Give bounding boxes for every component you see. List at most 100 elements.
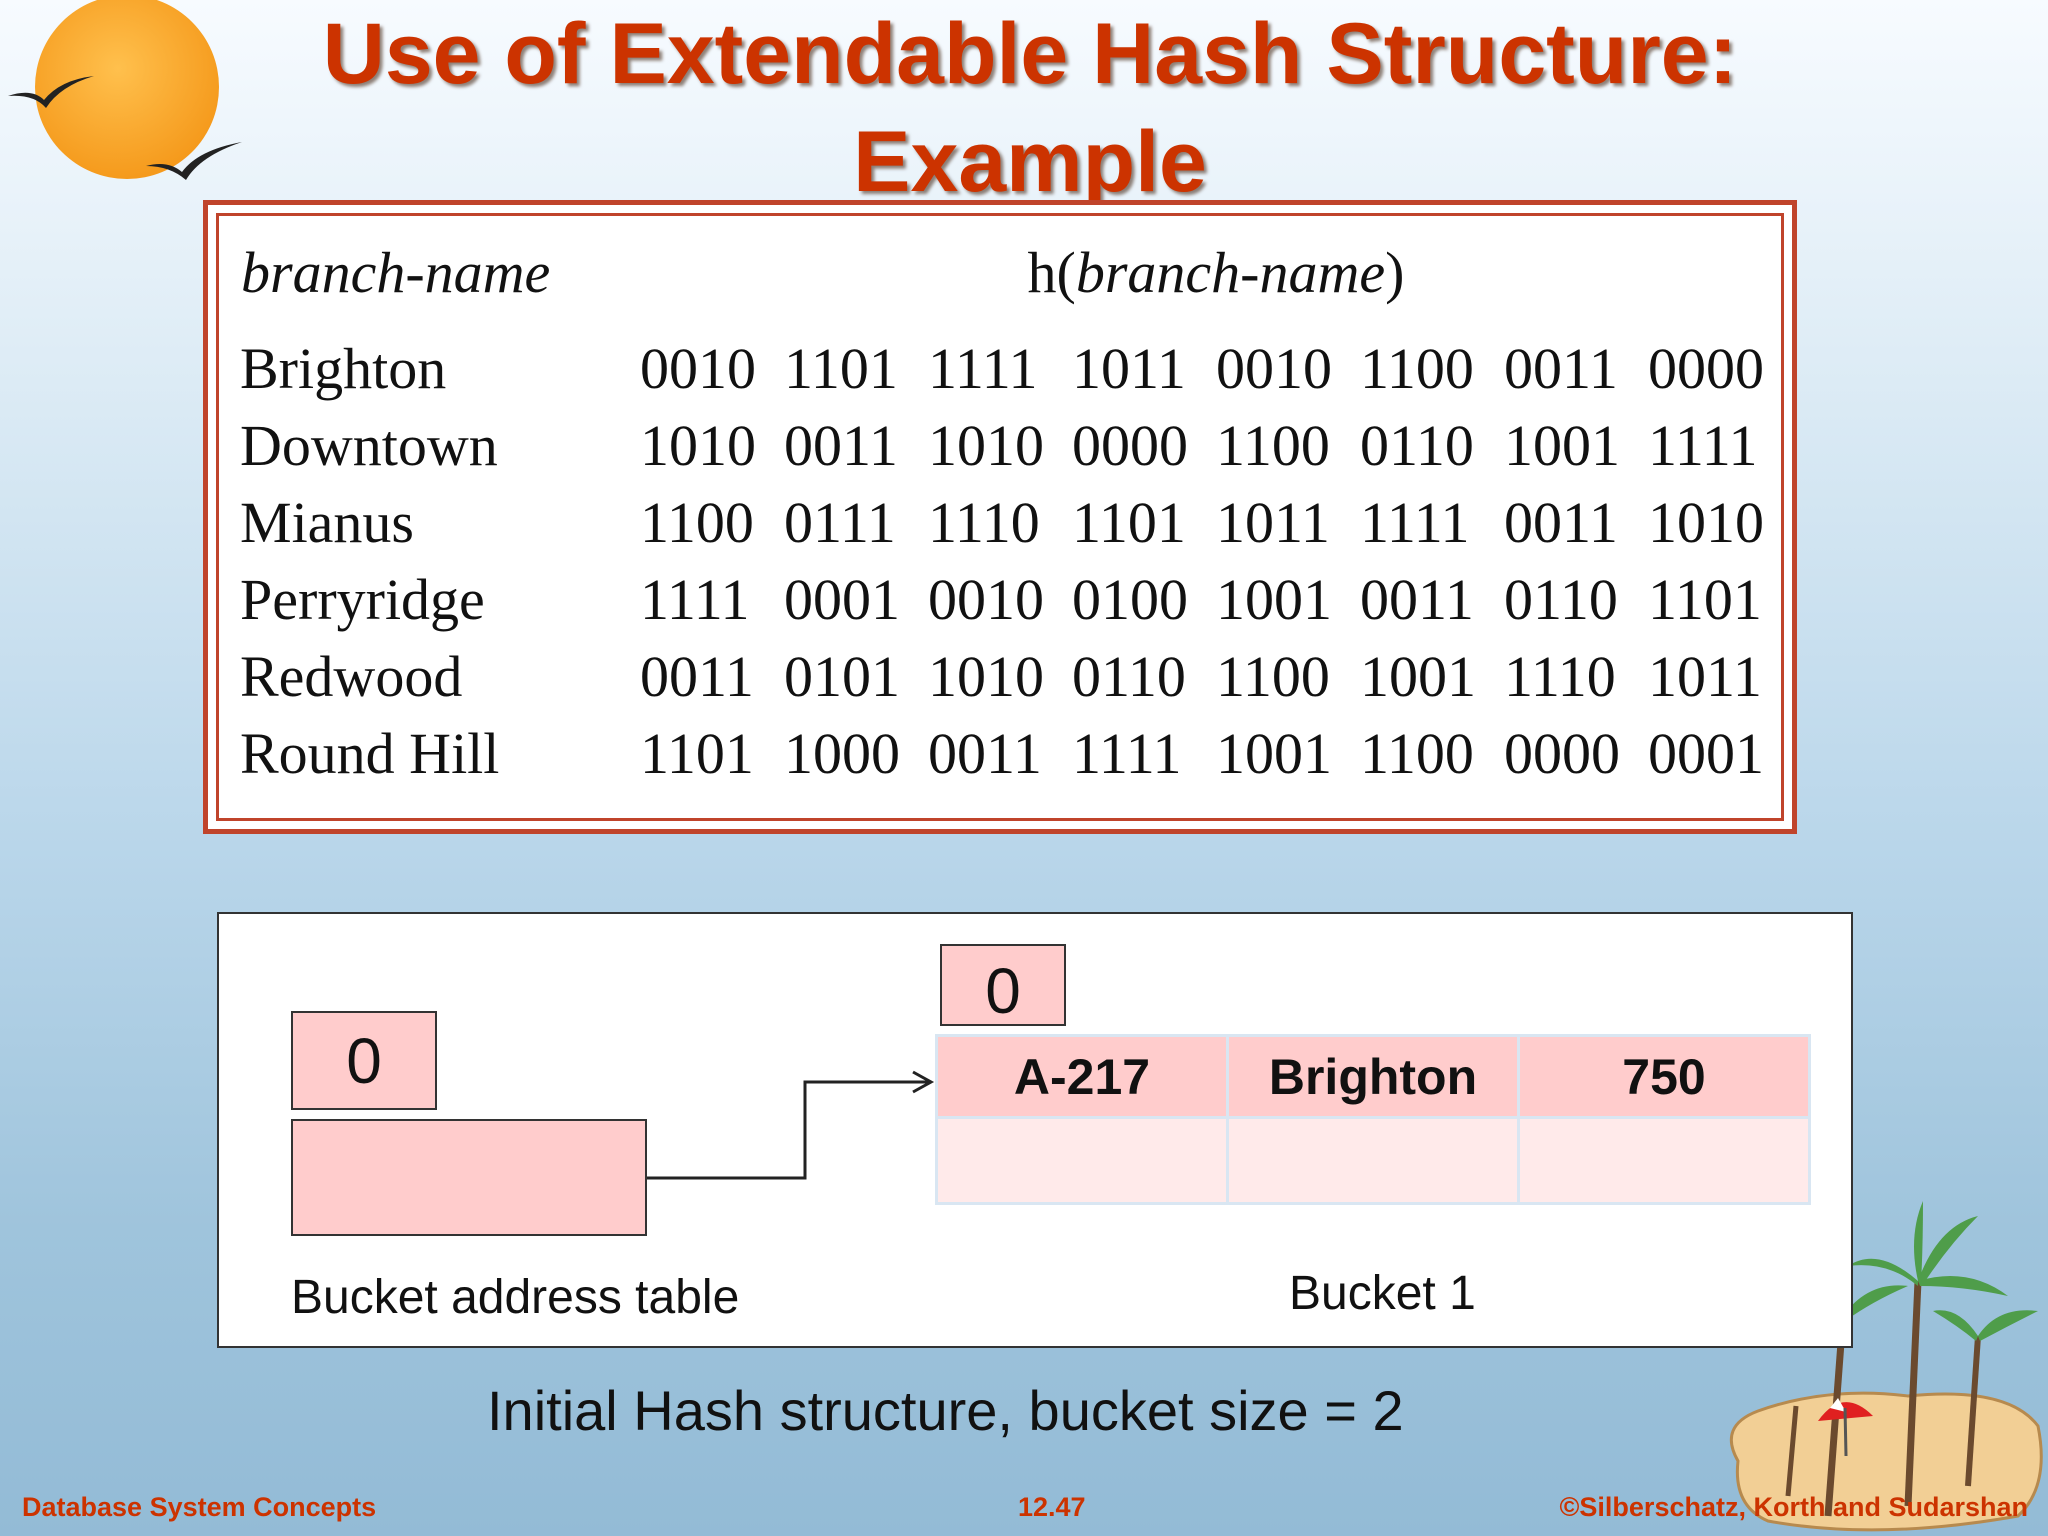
- hash-bit-group: 0001: [784, 567, 900, 632]
- hash-bit-group: 1110: [1504, 644, 1616, 709]
- branch-name-value: Brighton: [240, 336, 447, 401]
- hash-bit-group: 1010: [928, 413, 1044, 478]
- hash-bit-group: 1111: [1648, 413, 1758, 478]
- hash-row: Downtown 1010 0011 1010 0000 1100 0110 1001 1111: [240, 407, 1792, 484]
- hash-bit-group: 0011: [640, 644, 754, 709]
- bucket-address-table-entry: [291, 1119, 647, 1236]
- hash-bit-group: 1100: [640, 490, 754, 555]
- local-depth-cell: 0: [940, 944, 1066, 1027]
- hash-bit-group: 0100: [1072, 567, 1188, 632]
- hash-bit-group: 0011: [1504, 490, 1618, 555]
- hash-bit-group: 1100: [1360, 721, 1474, 786]
- bucket-label: Bucket 1: [1289, 1267, 1476, 1320]
- hash-bit-group: 0110: [1360, 413, 1474, 478]
- hash-bit-group: 1101: [1648, 567, 1762, 632]
- branch-name-header: branch-name: [241, 240, 551, 305]
- hash-value: 1101 1000 0011 1111 1001 1100 0000 0001: [640, 715, 1792, 792]
- hash-function-suffix: ): [1385, 240, 1405, 305]
- hash-function-prefix: h(: [1027, 240, 1076, 305]
- hash-function-header: h(branch-name): [640, 235, 1792, 330]
- footer-page-number: 12.47: [1018, 1492, 1086, 1522]
- hash-bit-group: 0000: [1504, 721, 1620, 786]
- slide-title: Use of Extendable Hash Structure: Exampl…: [200, 0, 1860, 216]
- branch-name-value: Redwood: [240, 644, 463, 709]
- sun-with-birds-icon: [8, 0, 242, 180]
- hash-value: 0011 0101 1010 0110 1100 1001 1110 1011: [640, 638, 1792, 715]
- hash-function-arg: branch-name: [1075, 240, 1386, 305]
- hash-bit-group: 1100: [1216, 413, 1330, 478]
- hash-value: 1100 0111 1110 1101 1011 1111 0011 1010: [640, 484, 1792, 561]
- branch-name-value: Perryridge: [240, 567, 485, 632]
- hash-bit-group: 1100: [1360, 336, 1474, 401]
- hash-bit-group: 1000: [784, 721, 900, 786]
- hash-bit-group: 0001: [1648, 721, 1764, 786]
- global-depth-value: 0: [346, 1024, 382, 1097]
- empty-cell: [935, 1116, 1229, 1205]
- hash-bit-group: 0011: [784, 413, 898, 478]
- hash-bit-group: 1111: [1360, 490, 1470, 555]
- bucket-record-row: A-217 Brighton 750: [935, 1034, 1811, 1119]
- hash-bit-group: 1001: [1504, 413, 1620, 478]
- hash-bit-group: 1011: [1216, 490, 1330, 555]
- hash-row: Brighton 0010 1101 1111 1011 0010 1100 0011 0000: [240, 330, 1792, 407]
- hash-bit-group: 1010: [928, 644, 1044, 709]
- hash-bit-group: 1101: [640, 721, 754, 786]
- hash-bit-group: 1111: [928, 336, 1038, 401]
- branch-name-value: Round Hill: [240, 721, 500, 786]
- hash-bit-group: 1111: [640, 567, 750, 632]
- hash-value: 1111 0001 0010 0100 1001 0011 0110 1101: [640, 561, 1792, 638]
- hash-bit-group: 1101: [1072, 490, 1186, 555]
- hash-row: Round Hill 1101 1000 0011 1111 1001 1100 0000 00…: [240, 715, 1792, 792]
- slide-title-line-2: Example: [853, 114, 1207, 210]
- hash-bit-group: 0000: [1072, 413, 1188, 478]
- hash-bit-group: 1001: [1360, 644, 1476, 709]
- local-depth-value: 0: [985, 955, 1021, 1027]
- balance-cell: 750: [1517, 1034, 1811, 1119]
- hash-bit-group: 0111: [784, 490, 896, 555]
- hash-bit-group: 1111: [1072, 721, 1182, 786]
- branch-name-value: Mianus: [240, 490, 414, 555]
- hash-bit-group: 0010: [928, 567, 1044, 632]
- empty-cell: [1517, 1116, 1811, 1205]
- account-number-cell: A-217: [935, 1034, 1229, 1119]
- diagram-caption: Initial Hash structure, bucket size = 2: [487, 1379, 1404, 1442]
- hash-value: 1010 0011 1010 0000 1100 0110 1001 1111: [640, 407, 1792, 484]
- hash-bit-group: 0101: [784, 644, 900, 709]
- hash-row: Redwood 0011 0101 1010 0110 1100 1001 1110 1011: [240, 638, 1792, 715]
- hash-bit-group: 0010: [640, 336, 756, 401]
- hash-bit-group: 1001: [1216, 721, 1332, 786]
- pointer-arrow: [647, 1070, 935, 1180]
- hash-bit-group: 0011: [1504, 336, 1618, 401]
- bucket-empty-row: [935, 1116, 1811, 1205]
- hash-values-panel-inner-border: [216, 213, 1784, 821]
- bucket-1-table: A-217 Brighton 750: [935, 1034, 1811, 1205]
- hash-bit-group: 1110: [928, 490, 1040, 555]
- hash-value: 0010 1101 1111 1011 0010 1100 0011 0000: [640, 330, 1792, 407]
- hash-bit-group: 0011: [928, 721, 1042, 786]
- hash-row: Mianus 1100 0111 1110 1101 1011 1111 0011 1010: [240, 484, 1792, 561]
- empty-cell: [1226, 1116, 1520, 1205]
- hash-bit-group: 1101: [784, 336, 898, 401]
- branch-name-cell: Brighton: [1226, 1034, 1520, 1119]
- slide-title-line-1: Use of Extendable Hash Structure:: [322, 6, 1738, 102]
- hash-bit-group: 1011: [1072, 336, 1186, 401]
- footer-copyright: ©Silberschatz, Korth and Sudarshan: [1559, 1492, 2028, 1522]
- hash-bit-group: 1100: [1216, 644, 1330, 709]
- hash-bit-group: 1010: [640, 413, 756, 478]
- footer-course-title: Database System Concepts: [22, 1492, 377, 1522]
- hash-structure-diagram: 0 0 A-217 Brighton 750 Bucket address ta…: [217, 912, 1853, 1348]
- bucket-address-table-label: Bucket address table: [291, 1271, 740, 1324]
- hash-bit-group: 0011: [1360, 567, 1474, 632]
- hash-bit-group: 1010: [1648, 490, 1764, 555]
- hash-bit-group: 0000: [1648, 336, 1764, 401]
- hash-bit-group: 0110: [1504, 567, 1618, 632]
- global-depth-cell: 0: [291, 1011, 437, 1110]
- hash-bit-group: 0110: [1072, 644, 1186, 709]
- hash-bit-group: 0010: [1216, 336, 1332, 401]
- branch-name-value: Downtown: [240, 413, 498, 478]
- hash-bit-group: 1001: [1216, 567, 1332, 632]
- hash-bit-group: 1011: [1648, 644, 1762, 709]
